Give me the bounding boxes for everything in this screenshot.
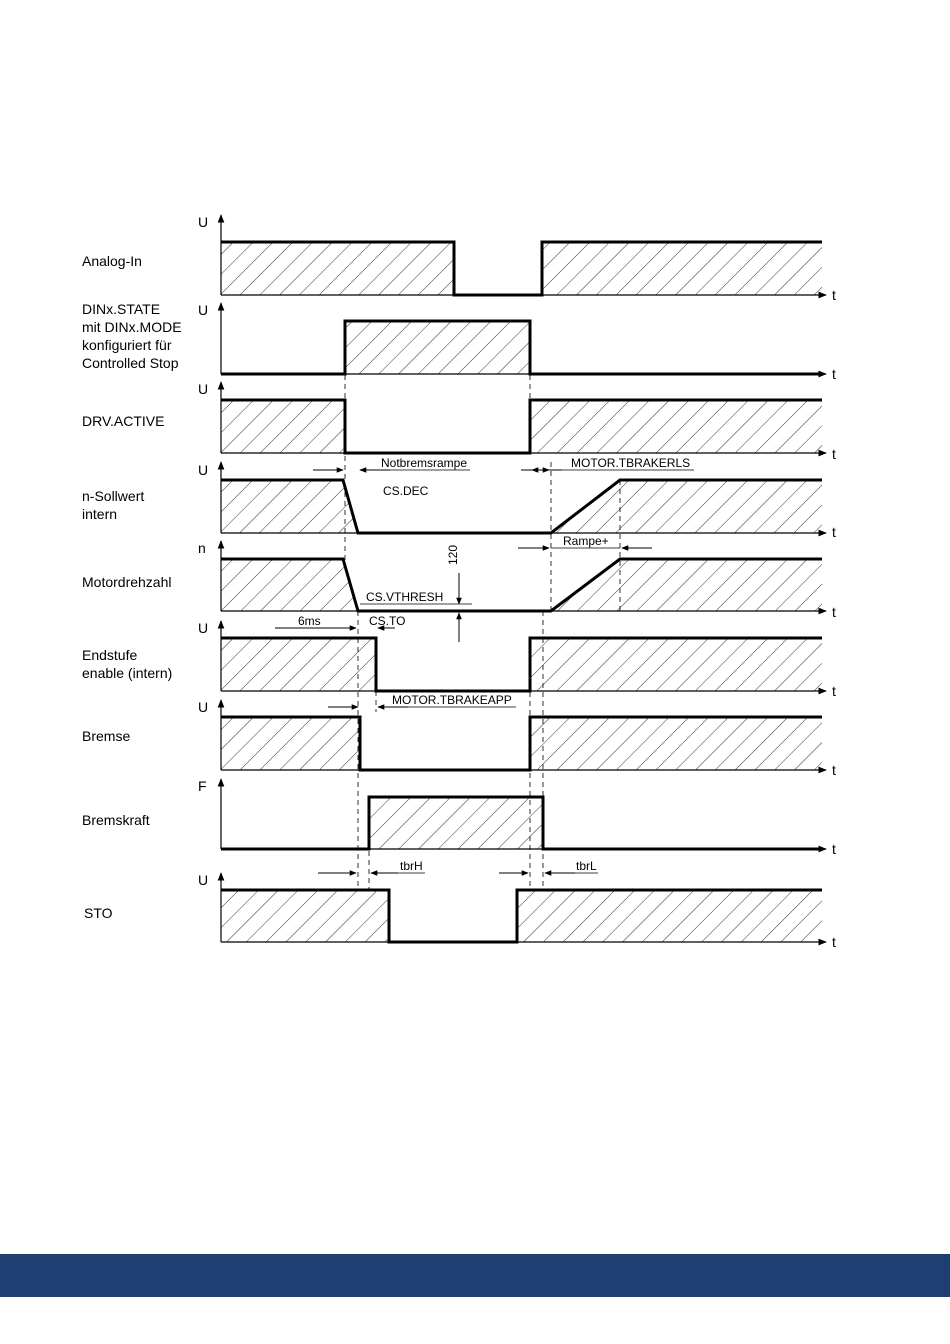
footer-bar xyxy=(0,1254,950,1297)
hatch-area xyxy=(530,638,822,691)
hatch-area xyxy=(221,638,376,691)
signal-label: STO xyxy=(84,905,113,921)
annotation-tbrl: tbrL xyxy=(576,859,597,873)
time-label: t xyxy=(832,524,836,540)
hatch-area xyxy=(221,559,358,611)
annotation-rampe-plus: Rampe+ xyxy=(563,534,609,548)
signal-dinx-state: DINx.STATE mit DINx.MODE konfiguriert fü… xyxy=(82,301,836,382)
time-label: t xyxy=(832,683,836,699)
hatch-area xyxy=(221,717,360,770)
signal-label: n-Sollwert intern xyxy=(82,488,148,522)
signal-label: Endstufe enable (intern) xyxy=(82,647,172,681)
axis-label-n: n xyxy=(198,540,206,556)
signal-label: Motordrehzahl xyxy=(82,574,172,590)
annotation-cs-to: CS.TO xyxy=(369,614,405,628)
annotation-cs-dec: CS.DEC xyxy=(383,484,429,498)
signal-label: Analog-In xyxy=(82,253,142,269)
axis-label-f: F xyxy=(198,778,207,794)
annotation-cs-vthresh: CS.VTHRESH xyxy=(366,590,443,604)
signal-bremskraft: Bremskraft F t xyxy=(82,778,836,857)
annotation-notbremsrampe: Notbremsrampe xyxy=(381,456,467,470)
hatch-area xyxy=(221,400,345,453)
signal-label: DRV.ACTIVE xyxy=(82,413,164,429)
axis-label-u: U xyxy=(198,214,208,230)
time-label: t xyxy=(832,841,836,857)
signal-drv-active: DRV.ACTIVE U t xyxy=(82,381,836,462)
time-label: t xyxy=(832,446,836,462)
hatch-area xyxy=(542,242,822,295)
annotation-tbrh: tbrH xyxy=(400,859,423,873)
hatch-area xyxy=(530,717,822,770)
annotation-120: 120 xyxy=(446,545,460,565)
time-label: t xyxy=(832,287,836,303)
signal-label: Bremskraft xyxy=(82,812,150,828)
hatch-area xyxy=(530,400,822,453)
axis-label-u: U xyxy=(198,462,208,478)
hatch-area xyxy=(369,797,543,849)
axis-label-u: U xyxy=(198,699,208,715)
time-label: t xyxy=(832,604,836,620)
signal-bremse: Bremse U t xyxy=(82,699,836,778)
axis-label-u: U xyxy=(198,302,208,318)
axis-label-u: U xyxy=(198,620,208,636)
annotation-6ms: 6ms xyxy=(298,614,321,628)
hatch-area xyxy=(551,559,822,611)
signal-sto: STO U t xyxy=(84,872,836,950)
hatch-area xyxy=(221,480,358,533)
signal-analog-in: Analog-In U t xyxy=(82,214,836,303)
time-label: t xyxy=(832,762,836,778)
hatch-area xyxy=(221,242,454,295)
hatch-area xyxy=(517,890,822,942)
signal-n-sollwert: n-Sollwert intern U t xyxy=(82,462,836,540)
axis-label-u: U xyxy=(198,872,208,888)
signal-label: DINx.STATE mit DINx.MODE konfiguriert fü… xyxy=(82,301,185,371)
hatch-area xyxy=(551,480,822,533)
signal-label: Bremse xyxy=(82,728,130,744)
annotation-motor-tbrakeapp: MOTOR.TBRAKEAPP xyxy=(392,693,512,707)
annotation-motor-tbrakerls: MOTOR.TBRAKERLS xyxy=(571,456,690,470)
time-label: t xyxy=(832,934,836,950)
hatch-area xyxy=(345,321,530,374)
hatch-area xyxy=(221,890,389,942)
axis-label-u: U xyxy=(198,381,208,397)
time-label: t xyxy=(832,366,836,382)
